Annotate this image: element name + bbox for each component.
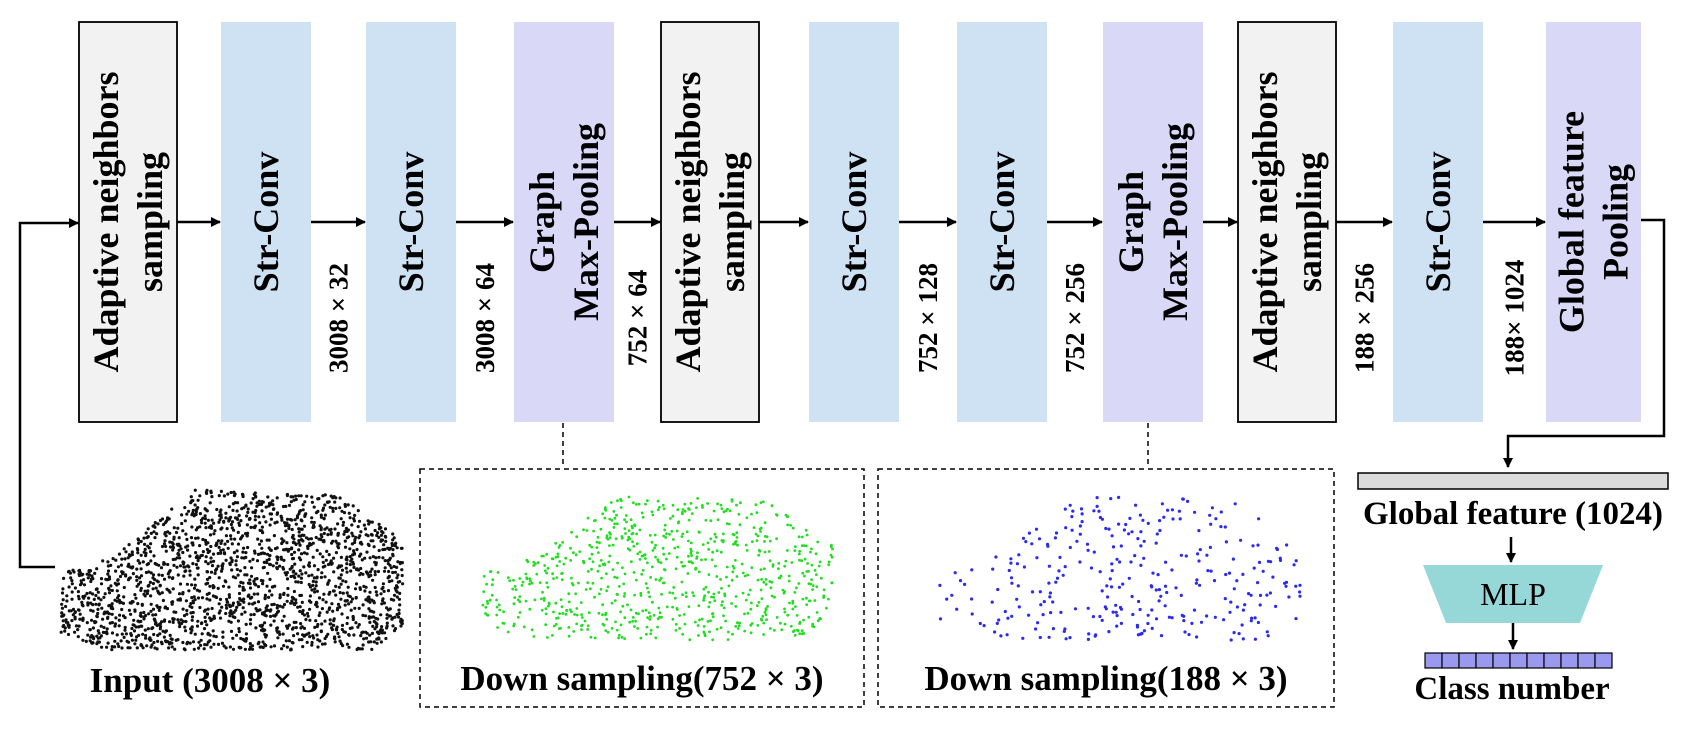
class-cell — [1526, 652, 1545, 669]
input-point-cloud — [59, 488, 405, 652]
dim-label-1: 3008 × 32 — [324, 263, 354, 373]
block-9-label-line-1: Adaptive neighbors — [1245, 71, 1285, 372]
mlp-block — [1423, 565, 1603, 623]
down752-box — [419, 468, 865, 708]
block-10-conv: Str-Conv — [1393, 22, 1483, 422]
mlp-label: MLP — [1480, 576, 1546, 612]
class-vector — [1424, 652, 1613, 669]
class-cell — [1594, 652, 1613, 669]
block-8-label-line-2: Max-Pooling — [1155, 123, 1195, 321]
block-6-conv: Str-Conv — [809, 22, 899, 422]
dimension-labels: 3008 × 32 3008 × 64 752 × 64 752 × 128 752 ×… — [324, 260, 1530, 377]
dim-label-7: 188× 1024 — [1500, 260, 1530, 377]
input-feed-arrow — [18, 218, 79, 569]
block-1-label-line-2: sampling — [130, 152, 170, 292]
block-7-conv: Str-Conv — [957, 22, 1047, 422]
block-5-label-line-1: Adaptive neighbors — [668, 71, 708, 372]
block-2-label-line-1: Str-Conv — [246, 152, 286, 293]
block-4-label-line-1: Graph — [522, 171, 562, 273]
down752-caption: Down sampling(752 × 3) — [460, 659, 823, 698]
down188-point-cloud — [938, 495, 1302, 642]
block-2-conv: Str-Conv — [221, 22, 311, 422]
class-cell — [1424, 652, 1443, 669]
block-9-label-line-2: sampling — [1289, 152, 1329, 292]
class-cell — [1577, 652, 1596, 669]
block-8-label-line-1: Graph — [1111, 171, 1151, 273]
down188-caption: Down sampling(188 × 3) — [924, 659, 1287, 698]
block-10-label-line-1: Str-Conv — [1418, 152, 1458, 293]
block-6-label-line-1: Str-Conv — [834, 152, 874, 293]
class-cell — [1441, 652, 1460, 669]
dim-label-2: 3008 × 64 — [470, 263, 500, 373]
down752-point-cloud — [481, 495, 834, 642]
dim-label-6: 188 × 256 — [1350, 263, 1380, 373]
block-11-label-line-2: Pooling — [1596, 164, 1636, 280]
class-cell — [1492, 652, 1511, 669]
global-pool-output-arrow — [1503, 218, 1666, 468]
dim-label-5: 752 × 256 — [1060, 263, 1090, 373]
input-caption: Input (3008 × 3) — [90, 661, 331, 700]
block-11-label-line-1: Global feature — [1552, 111, 1592, 333]
block-3-label-line-1: Str-Conv — [391, 152, 431, 293]
block-4-label-line-2: Max-Pooling — [566, 123, 606, 321]
class-cell — [1509, 652, 1528, 669]
class-number-label: Class number — [1414, 671, 1609, 707]
global-feature-label: Global feature (1024) — [1363, 496, 1663, 532]
down188-box — [877, 468, 1335, 708]
block-1-label-line-1: Adaptive neighbors — [86, 71, 126, 372]
block-5-label-line-2: sampling — [712, 152, 752, 292]
dim-label-3: 752 × 64 — [623, 270, 653, 366]
block-3-conv: Str-Conv — [366, 22, 456, 422]
block-7-label-line-1: Str-Conv — [982, 152, 1022, 293]
class-cell — [1475, 652, 1494, 669]
global-feature-bar — [1357, 472, 1669, 490]
class-cell — [1560, 652, 1579, 669]
class-cell — [1458, 652, 1477, 669]
dim-label-4: 752 × 128 — [913, 263, 943, 373]
class-cell — [1543, 652, 1562, 669]
